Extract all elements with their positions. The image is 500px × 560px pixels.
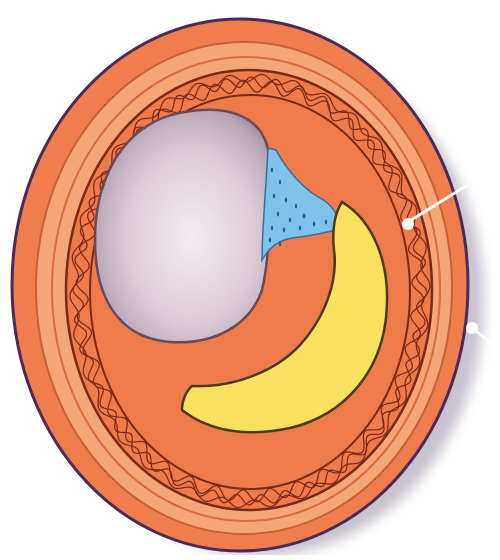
clot-dot [271,226,273,231]
clot-dot [273,194,275,199]
clot-dot [285,198,287,203]
clot-dot [313,222,315,227]
clot-dot [325,220,327,225]
pointer-dot-lower [466,322,478,334]
clot-dot [277,212,279,217]
pointer-dot-upper [402,218,414,230]
clot-dot [269,238,271,243]
clot-dot [279,180,281,185]
clot-dot [295,204,297,209]
clot-dot [283,228,285,233]
clot-dot [303,214,305,219]
clot-dot [289,218,291,223]
clot-dot [279,242,281,247]
clot-dot [299,226,301,231]
clot-dot [271,168,273,173]
